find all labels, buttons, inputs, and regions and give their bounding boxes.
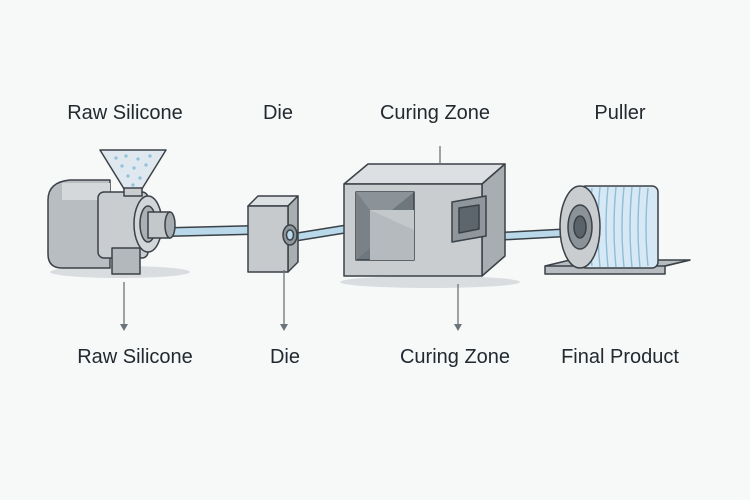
- extruded-tube: [165, 223, 581, 243]
- label-curing-zone-top: Curing Zone: [379, 102, 491, 124]
- extruder-machine: [47, 149, 190, 278]
- coil-windings: [589, 186, 649, 268]
- label-raw-silicone-bottom: Raw Silicone: [77, 346, 193, 368]
- label-die-bottom: Die: [269, 346, 300, 368]
- puller-spool: [544, 185, 691, 275]
- indicator-arrows: [120, 146, 462, 331]
- curing-zone-oven: [340, 163, 520, 288]
- label-curing-zone-bottom: Curing Zone: [399, 346, 511, 368]
- label-raw-silicone-top: Raw Silicone: [67, 102, 183, 124]
- label-final-product-bottom: Final Product: [561, 346, 679, 368]
- label-puller-top: Puller: [594, 102, 646, 124]
- label-die-top: Die: [262, 102, 293, 124]
- die-block: [247, 195, 299, 273]
- silicone-pellets: [114, 154, 152, 187]
